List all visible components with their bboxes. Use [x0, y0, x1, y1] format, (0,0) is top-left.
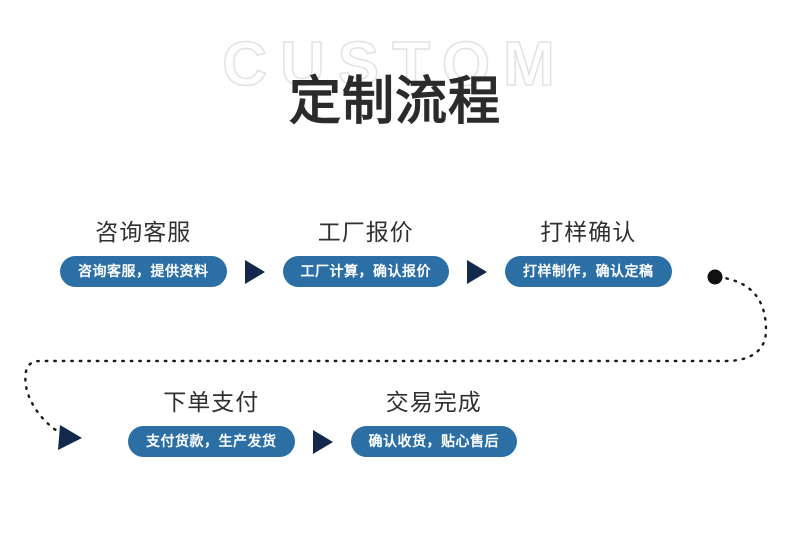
triangle-right-arrow-icon	[312, 429, 334, 455]
triangle-right-arrow-icon	[466, 259, 488, 285]
flow-step-1-title: 咨询客服	[95, 219, 192, 245]
flow-step-3: 打样确认 打样制作，确认定稿	[505, 218, 672, 287]
flow-step-5-pill[interactable]: 确认收货，贴心售后	[350, 426, 517, 457]
flow-step-1: 咨询客服 咨询客服，提供资料	[60, 218, 227, 287]
connector-start-dot-icon	[707, 269, 723, 285]
flow-row-2: 下单支付 支付货款，生产发货 交易完成 确认收货，贴心售后	[128, 388, 517, 457]
flow-step-4-pill[interactable]: 支付货款，生产发货	[128, 426, 295, 457]
watermark-text: CUSTOM	[221, 30, 568, 99]
flow-step-1-pill[interactable]: 咨询客服，提供资料	[60, 256, 227, 287]
flow-step-2: 工厂报价 工厂计算，确认报价	[282, 218, 449, 287]
flow-step-5-title: 交易完成	[385, 389, 482, 415]
connector-end-arrow-icon	[58, 425, 82, 450]
flow-step-2-title: 工厂报价	[317, 219, 414, 245]
flow-step-4-title: 下单支付	[163, 389, 260, 415]
flow-row-1: 咨询客服 咨询客服，提供资料 工厂报价 工厂计算，确认报价 打样确认 打样制作，	[60, 218, 672, 287]
header: CUSTOM 定制流程	[0, 0, 790, 180]
flow-step-3-pill[interactable]: 打样制作，确认定稿	[505, 256, 672, 287]
flow-step-2-pill[interactable]: 工厂计算，确认报价	[282, 256, 449, 287]
page-title: 定制流程	[288, 73, 501, 131]
flow-step-4: 下单支付 支付货款，生产发货	[128, 388, 295, 457]
flow-separator-1	[227, 256, 283, 287]
flow-step-5: 交易完成 确认收货，贴心售后	[350, 388, 517, 457]
triangle-right-arrow-icon	[244, 259, 266, 285]
flow-separator-2	[449, 256, 505, 287]
flow-step-3-title: 打样确认	[540, 219, 637, 245]
flow-separator-3	[295, 426, 351, 457]
